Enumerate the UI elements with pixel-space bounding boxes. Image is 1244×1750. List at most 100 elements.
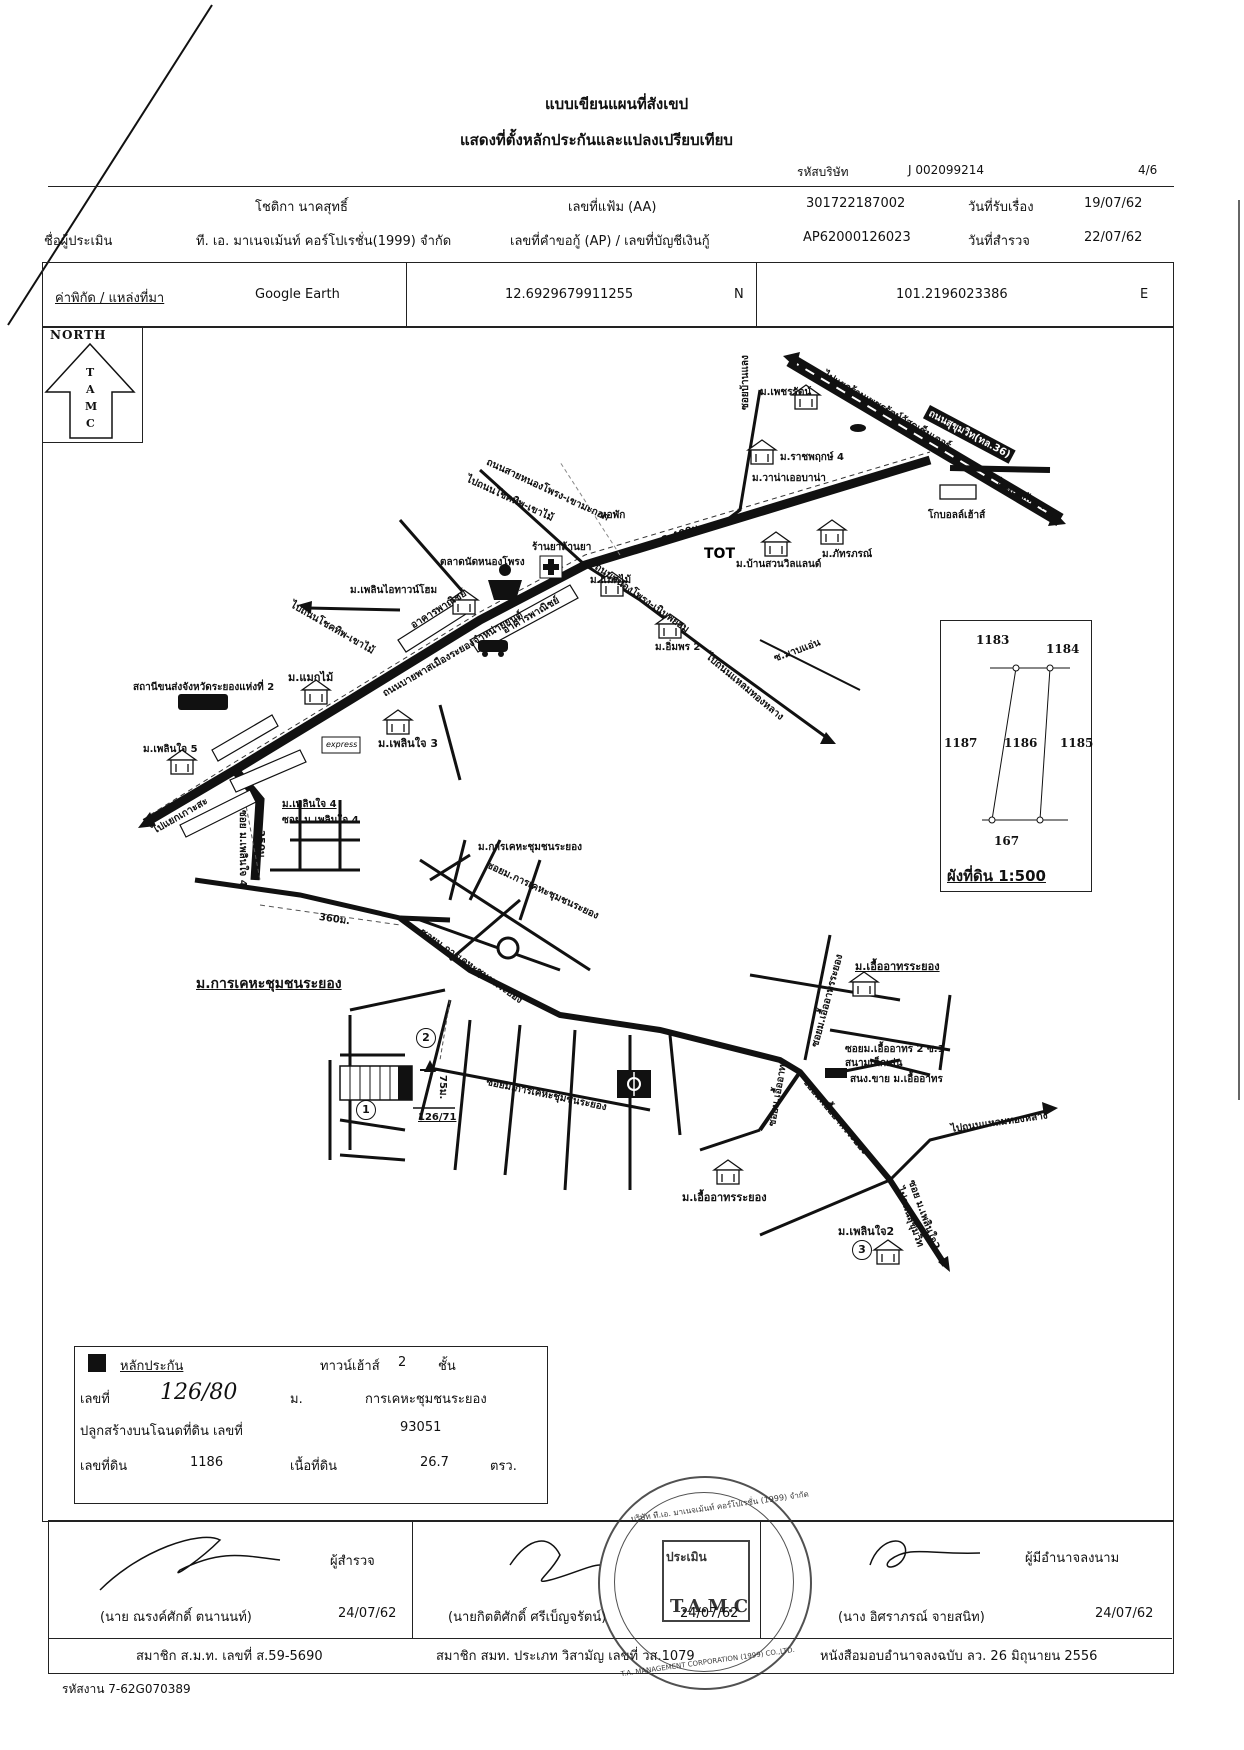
- label-phattharaporn: ม.ภัทรภรณ์: [822, 549, 873, 560]
- inspector-signature: [99, 1536, 281, 1591]
- label-maekmai2: ม.แมกไม้: [288, 671, 334, 684]
- label-keha-big: ม.การเคหะชุมชนระยอง: [196, 976, 342, 992]
- collateral-type: ทาวน์เฮ้าส์: [320, 1359, 380, 1374]
- collateral-area-label: เนื้อที่ดิน: [290, 1459, 338, 1474]
- plot-lines: [982, 664, 1070, 824]
- approver-role: ผู้มีอำนาจลงนาม: [1025, 1551, 1120, 1566]
- house-icons: [165, 384, 977, 1265]
- plot-1184: 1184: [1046, 642, 1080, 656]
- north-letter-m: M: [85, 400, 98, 413]
- label-maekmai: ม.แมกไม้: [590, 575, 632, 586]
- job-code: รหัสงาน 7-62G070389: [62, 1682, 191, 1696]
- car-icon: [478, 640, 508, 657]
- checker-signature: [509, 1540, 601, 1582]
- stamp-mid: ประเมิน: [666, 1550, 707, 1564]
- label-kehachum: ม.การเคหะชุมชนระยอง: [478, 842, 582, 853]
- tot-logo: TOT: [704, 546, 735, 562]
- roundabout: [496, 936, 520, 960]
- north-letter-c: C: [86, 417, 95, 430]
- label-station: สถานีขนส่งจังหวัดระยองแห่งที่ 2: [133, 682, 275, 693]
- collateral-area-unit: ตรว.: [490, 1459, 517, 1474]
- label-dorm: หอพัก: [600, 510, 626, 521]
- label-ban-suan: ม.บ้านสวนวิลแลนด์: [736, 559, 822, 570]
- north-letter-a: A: [86, 383, 95, 396]
- road-sukhumvit: [786, 353, 1064, 527]
- coords-source: Google Earth: [255, 287, 340, 302]
- signature-box: [48, 1520, 1174, 1674]
- label-soi-plearn4: ซอย ม.เพลินใจ 4: [282, 815, 359, 826]
- label-ua-bottom: ม.เอื้ออาทรระยอง: [682, 1191, 767, 1204]
- survey-date: 22/07/62: [1084, 230, 1143, 245]
- collateral-label: หลักประกัน: [120, 1359, 184, 1374]
- longitude-dir: E: [1140, 287, 1149, 302]
- map-frame: [42, 326, 1174, 1522]
- collateral-land-no: 1186: [190, 1455, 224, 1470]
- label-ratchaphruk: ม.ราชพฤกษ์ 4: [780, 452, 844, 463]
- owner-name: โชติกา นาคสุทธิ์: [255, 200, 348, 215]
- north-label: NORTH: [50, 328, 107, 342]
- file-no: 301722187002: [806, 196, 906, 211]
- collateral-box: [74, 1346, 548, 1504]
- label-plearn5: ม.เพลินใจ 5: [143, 744, 198, 755]
- company-stamp: ประเมิน T.A.M.C บริษัท ที.เอ. มาเนจเม้นท…: [598, 1476, 812, 1690]
- survey-label: วันที่สำรวจ: [968, 234, 1030, 249]
- stamp-logo-icon: [662, 1540, 750, 1622]
- label-plearn4: ม.เพลินใจ 4: [282, 799, 337, 810]
- checker-name: (นายกิตติศักดิ์ ศรีเบ็ญจรัตน์): [448, 1610, 607, 1625]
- road-nongphrong: [142, 455, 932, 827]
- collateral-deed-label: ปลูกสร้างบนโฉนดที่ดิน เลขที่: [80, 1424, 243, 1439]
- latitude-dir: N: [734, 287, 744, 302]
- marker-3: 3: [852, 1240, 872, 1260]
- plot-1187: 1187: [944, 736, 978, 750]
- plot-1186: 1186: [1004, 736, 1038, 750]
- file-no-label: เลขที่แฟ้ม (AA): [568, 200, 657, 215]
- north-box: NORTH T A M C: [42, 326, 143, 443]
- label-addr: 126/71: [418, 1112, 457, 1123]
- pharmacy-icon: [539, 555, 563, 579]
- approver-member: หนังสือมอบอำนาจลงฉบับ ลว. 26 มิถุนายน 25…: [820, 1649, 1098, 1664]
- received-date: 19/07/62: [1084, 196, 1143, 211]
- inspector-name: (นาย ณรงค์ศักดิ์ ตนานนท์): [100, 1610, 252, 1625]
- plot-167: 167: [994, 834, 1020, 848]
- stamp-center: T.A.M.C: [670, 1596, 749, 1617]
- arrow-se-icon: [1048, 511, 1066, 526]
- label-soi-ban: ซอยบ้านแลง: [740, 355, 751, 410]
- plot-1183: 1183: [976, 633, 1010, 647]
- label-phetcharat: ม.เพชรรัตน์: [760, 387, 812, 398]
- inspector-member: สมาชิก ส.ม.ท. เลขที่ ส.59-5690: [136, 1649, 323, 1664]
- label-koban: โกบอลล์เฮ้าส์: [928, 510, 986, 521]
- label-wanam: ม.วาน่าเออบาน่า: [752, 473, 826, 484]
- company-code-label: รหัสบริษัท: [797, 165, 849, 179]
- plot-1185: 1185: [1060, 736, 1094, 750]
- arrow-nw-icon: [783, 352, 800, 368]
- north-arrow-icon: [44, 342, 136, 439]
- collateral-village-label: ม.: [290, 1392, 303, 1407]
- market-icon: [488, 564, 522, 600]
- page-title: แบบเขียนแผนที่สังเขป: [545, 95, 689, 113]
- received-label: วันที่รับเรื่อง: [968, 200, 1034, 215]
- appraiser-label: ชื่อผู้ประเมิน: [44, 234, 113, 249]
- label-soi-ua2: ซอยม.เอื้ออาทร 2 ซ.1: [845, 1044, 945, 1055]
- coords-box: [42, 262, 1174, 328]
- binding-edge: [1238, 200, 1240, 1100]
- label-pharmacy: ร้านยาล้านยา: [532, 542, 592, 553]
- latitude: 12.6929679911255: [505, 287, 634, 302]
- approver-signature: [869, 1540, 981, 1568]
- shop-icon: [825, 1068, 847, 1078]
- coords-label: ค่าพิกัด / แหล่งที่มา: [55, 291, 165, 306]
- request-label: เลขที่คำขอกู้ (AP) / เลขที่บัญชีเงินกู้: [510, 234, 710, 249]
- page-subtitle: แสดงที่ตั้งหลักประกันและแปลงเปรียบเทียบ: [460, 131, 733, 149]
- approver-name: (นาง อิศราภรณ์ จายสนิท): [838, 1610, 985, 1625]
- company-code: J 002099214: [908, 163, 985, 177]
- label-playground: สนามเด็กเล่น: [845, 1058, 903, 1069]
- collateral-area: 26.7: [420, 1455, 449, 1470]
- label-market: ตลาดนัดหนองโพรง: [440, 557, 525, 568]
- appraiser-company: ที. เอ. มาเนจเม้นท์ คอร์โปเรชั่น(1999) จ…: [196, 234, 452, 249]
- collateral-deed: 93051: [400, 1420, 442, 1435]
- label-shop-ua: สนง.ขาย ม.เอื้ออาทร: [850, 1074, 943, 1085]
- label-plearn-town: ม.เพลินไอทาวน์โฮม: [350, 585, 438, 596]
- label-dist-75: 75ม.: [437, 1075, 448, 1100]
- label-ua-top: ม.เอื้ออาทรระยอง: [855, 960, 940, 973]
- label-plearn3: ม.เพลินใจ 3: [378, 737, 439, 750]
